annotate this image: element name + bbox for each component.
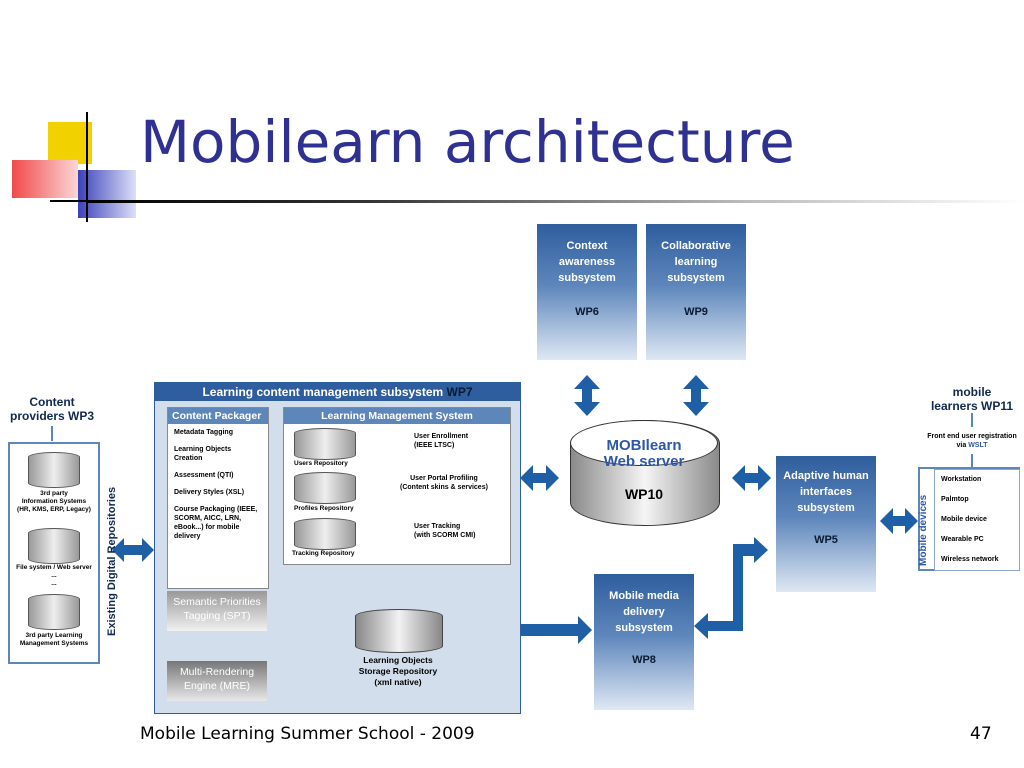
context-awareness-box: Context awareness subsystem WP6 (537, 224, 637, 360)
database-icon (294, 518, 356, 550)
vertical-line (86, 112, 88, 222)
packager-item: Assessment (QTI) (174, 472, 234, 479)
device-list: Workstation Palmtop Mobile device Wearab… (934, 469, 1020, 571)
packager-item: Learning Objects Creation (174, 446, 232, 462)
page-number: 47 (970, 724, 992, 744)
lms-title: Learning Management System (284, 408, 510, 424)
repo-desc: User Enrollment (IEEE LTSC) (414, 433, 469, 449)
existing-repositories-label: Existing Digital Repositories (106, 486, 118, 636)
web-server-label: MOBIlearn Web server (603, 437, 685, 470)
adaptive-interfaces-box: Adaptive human interfaces subsystem WP5 (776, 456, 876, 592)
mobile-devices-box: Workstation Palmtop Mobile device Wearab… (918, 467, 1020, 571)
database-icon (28, 528, 80, 564)
lcms-box: Learning content management subsystem WP… (154, 382, 521, 714)
double-arrow-lcms-server (520, 465, 559, 491)
packager-item: Course Packaging (IEEE, SCORM, AICC, LRN… (174, 506, 258, 540)
content-packager-title: Content Packager (168, 408, 268, 424)
web-server-top (570, 420, 718, 466)
database-icon (294, 428, 356, 460)
device-item: Palmtop (941, 496, 969, 503)
db-label-information-systems: 3rd party Information Systems (HR, KMS, … (17, 490, 91, 513)
repo-label: Profiles Repository (294, 505, 354, 512)
yellow-square (48, 122, 92, 164)
double-arrow-providers-lcms (112, 538, 154, 562)
packager-item: Metadata Tagging (174, 429, 233, 436)
double-arrow-server-adaptive (732, 465, 771, 491)
collaborative-learning-box: Collaborative learning subsystem WP9 (646, 224, 746, 360)
double-arrow-context-server (574, 375, 600, 416)
corner-decoration (0, 0, 140, 230)
mobile-media-box: Mobile media delivery subsystem WP8 (594, 574, 694, 710)
title-underline (86, 200, 1024, 203)
content-packager-box: Content Packager Metadata Tagging Learni… (167, 407, 269, 589)
slide-title: Mobilearn architecture (140, 108, 795, 176)
learning-objects-label: Learning Objects Storage Repository (xml… (358, 655, 438, 687)
lms-box: Learning Management System Users Reposit… (283, 407, 511, 565)
lcms-header: Learning content management subsystem WP… (155, 383, 520, 401)
registration-label: Front end user registration via WSLT (927, 433, 1017, 449)
repo-desc: User Tracking (with SCORM CMI) (414, 523, 476, 539)
packager-item: Delivery Styles (XSL) (174, 489, 245, 496)
arrow-media-adaptive (694, 537, 768, 639)
device-item: Workstation (941, 476, 982, 483)
double-arrow-adaptive-devices (880, 508, 918, 534)
device-item: Wearable PC (941, 536, 984, 543)
device-item: Mobile device (941, 516, 987, 523)
spt-box: Semantic Priorities Tagging (SPT) (167, 591, 267, 631)
web-server-wp: WP10 (624, 486, 664, 502)
database-icon (28, 594, 80, 630)
mobile-devices-label: Mobile devices (918, 494, 929, 566)
repo-desc: User Portal Profiling (Content skins & s… (400, 475, 488, 491)
red-square (12, 160, 78, 198)
db-label-file-system: File system / Web server ... ... (16, 564, 92, 587)
footer-text: Mobile Learning Summer School - 2009 (140, 724, 475, 744)
mobile-learners-title: mobile learners WP11 (930, 385, 1014, 413)
double-arrow-collab-server (683, 375, 709, 416)
repo-label: Tracking Repository (292, 550, 355, 557)
repo-label: Users Repository (294, 460, 348, 467)
database-icon (28, 452, 80, 488)
content-providers-title: Content providers WP3 (9, 395, 95, 423)
db-label-lms: 3rd party Learning Management Systems (19, 632, 89, 647)
learning-objects-db-icon (355, 609, 443, 653)
device-item: Wireless network (941, 556, 999, 563)
mre-box: Multi-Rendering Engine (MRE) (167, 661, 267, 701)
database-icon (294, 472, 356, 504)
content-providers-box: 3rd party Information Systems (HR, KMS, … (8, 442, 100, 664)
